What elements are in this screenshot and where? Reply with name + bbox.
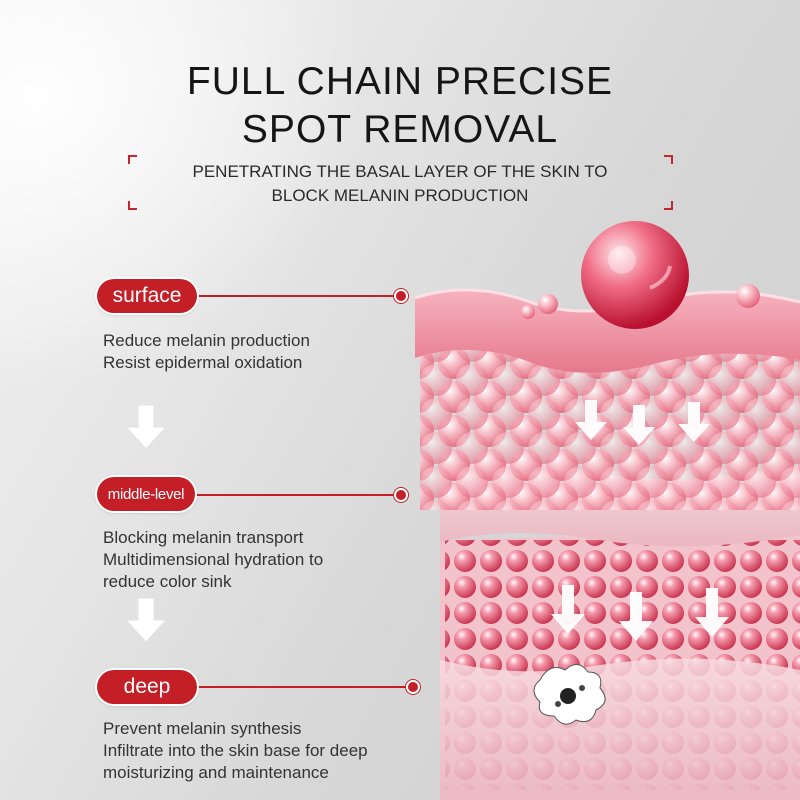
description-line: Prevent melanin synthesis	[103, 719, 302, 738]
title-line-1: FULL CHAIN PRECISE	[186, 60, 614, 103]
description-line: Multidimensional hydration to	[103, 550, 324, 569]
connector-dot-icon	[408, 682, 418, 692]
description-line: Reduce melanin production	[103, 331, 310, 350]
layer-label-middle-level: middle-level	[107, 485, 185, 503]
connector-line-surface	[197, 295, 403, 297]
connector-dot-icon	[396, 490, 406, 500]
layer-description-middle-level: Blocking melanin transport Multidimensio…	[103, 527, 323, 593]
layer-badge-middle-level: middle-level	[97, 477, 195, 511]
description-line: Blocking melanin transport	[103, 528, 304, 547]
layer-description-surface: Reduce melanin production Resist epiderm…	[103, 330, 310, 374]
title-line-2: SPOT REMOVAL	[241, 108, 559, 151]
melanin-cell-icon	[533, 664, 606, 725]
down-arrow-icon	[124, 598, 168, 643]
skin-layers-illustration	[414, 221, 800, 800]
layer-badge-deep: deep	[97, 670, 197, 704]
description-line: moisturizing and maintenance	[103, 763, 329, 782]
subtitle: PENETRATING THE BASAL LAYER OF THE SKIN …	[150, 160, 650, 208]
description-line: Infiltrate into the skin base for deep	[103, 741, 368, 760]
layer-label-deep: deep	[123, 675, 171, 698]
layer-label-surface: surface	[112, 284, 182, 307]
page-title: FULL CHAIN PRECISE SPOT REMOVAL	[0, 58, 800, 154]
subtitle-line-2: BLOCK MELANIN PRODUCTION	[271, 186, 529, 205]
corner-bracket-bottom-left	[128, 201, 137, 210]
corner-bracket-bottom-right	[664, 201, 673, 210]
down-arrow-icon	[124, 405, 168, 450]
corner-bracket-top-left	[128, 155, 137, 164]
connector-line-middle-level	[195, 494, 403, 496]
layer-badge-surface: surface	[97, 279, 197, 313]
description-line: Resist epidermal oxidation	[103, 353, 303, 372]
corner-bracket-top-right	[664, 155, 673, 164]
subtitle-line-1: PENETRATING THE BASAL LAYER OF THE SKIN …	[192, 162, 608, 181]
connector-line-deep	[197, 686, 413, 688]
description-line: reduce color sink	[103, 572, 232, 591]
layer-description-deep: Prevent melanin synthesis Infiltrate int…	[103, 718, 368, 784]
connector-dot-icon	[396, 291, 406, 301]
